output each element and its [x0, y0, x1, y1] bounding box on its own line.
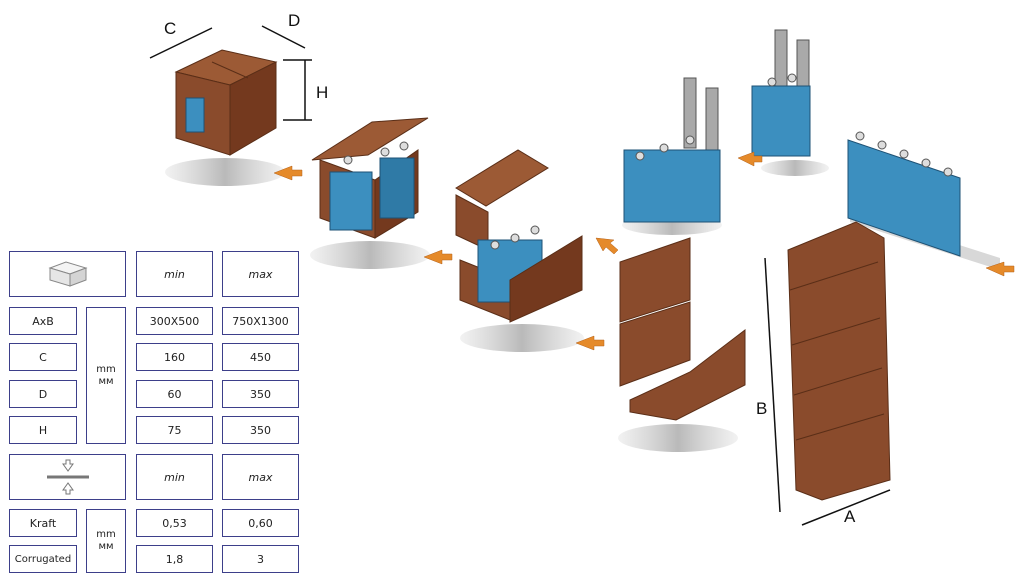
bottle-group-gripper	[622, 77, 722, 235]
unit-cell-thickness: mm мм	[86, 509, 126, 573]
header-min-material: min	[136, 454, 213, 500]
header-max: max	[222, 251, 299, 297]
box-icon-cell	[9, 251, 126, 297]
value-h-min: 75	[136, 416, 213, 444]
flow-arrow-icon	[575, 335, 605, 351]
bottle-pair-gripper	[751, 29, 829, 176]
dim-label-c: C	[164, 19, 176, 38]
value-axb-max: 750X1300	[222, 307, 299, 335]
value-axb-min: 300X500	[136, 307, 213, 335]
value-c-min: 160	[136, 343, 213, 371]
unit-bottom: мм	[98, 541, 114, 552]
gripper-icon	[683, 77, 697, 149]
value-d-min: 60	[136, 380, 213, 408]
value-c-max: 450	[222, 343, 299, 371]
closed-box	[165, 49, 285, 186]
box-closing	[310, 117, 430, 269]
dim-b-line	[764, 257, 781, 513]
box-filled-open	[455, 149, 584, 352]
row-label-kraft: Kraft	[9, 509, 77, 537]
dim-label-d: D	[288, 11, 300, 30]
value-kraft-max: 0,60	[222, 509, 299, 537]
flow-arrow-icon	[737, 151, 763, 167]
unit-cell-dimensions: mm мм	[86, 307, 126, 444]
unit-top: mm	[96, 363, 116, 375]
row-label-h: H	[9, 416, 77, 444]
flow-arrow-icon	[985, 261, 1015, 277]
box-shadow	[165, 158, 285, 186]
dimension-lines	[149, 25, 891, 526]
flow-arrow-icon	[423, 249, 453, 265]
value-corrugated-min: 1,8	[136, 545, 213, 573]
value-h-max: 350	[222, 416, 299, 444]
bottle-row-conveyor	[847, 131, 1000, 270]
dim-label-h: H	[316, 83, 328, 102]
value-d-max: 350	[222, 380, 299, 408]
dim-d-line	[261, 25, 306, 49]
row-label-corrugated: Corrugated	[9, 545, 77, 573]
dim-c-line	[149, 27, 213, 59]
flat-blank	[787, 221, 891, 501]
row-label-c: C	[9, 343, 77, 371]
header-max-material: max	[222, 454, 299, 500]
header-min: min	[136, 251, 213, 297]
unit-bottom: мм	[98, 375, 114, 387]
dim-label-a: A	[844, 507, 856, 526]
blank-folding	[618, 237, 746, 452]
unit-top: mm	[96, 529, 116, 540]
thickness-icon-cell	[9, 454, 126, 500]
value-corrugated-max: 3	[222, 545, 299, 573]
box-icon	[47, 261, 88, 287]
flow-arrow-icon	[595, 237, 619, 255]
row-label-d: D	[9, 380, 77, 408]
thickness-icon	[46, 459, 89, 495]
flow-arrows	[273, 151, 1015, 351]
dim-a-line	[801, 489, 891, 526]
value-kraft-min: 0,53	[136, 509, 213, 537]
dim-label-b: B	[756, 399, 767, 418]
flow-arrow-icon	[273, 165, 303, 181]
row-label-axb: AxB	[9, 307, 77, 335]
